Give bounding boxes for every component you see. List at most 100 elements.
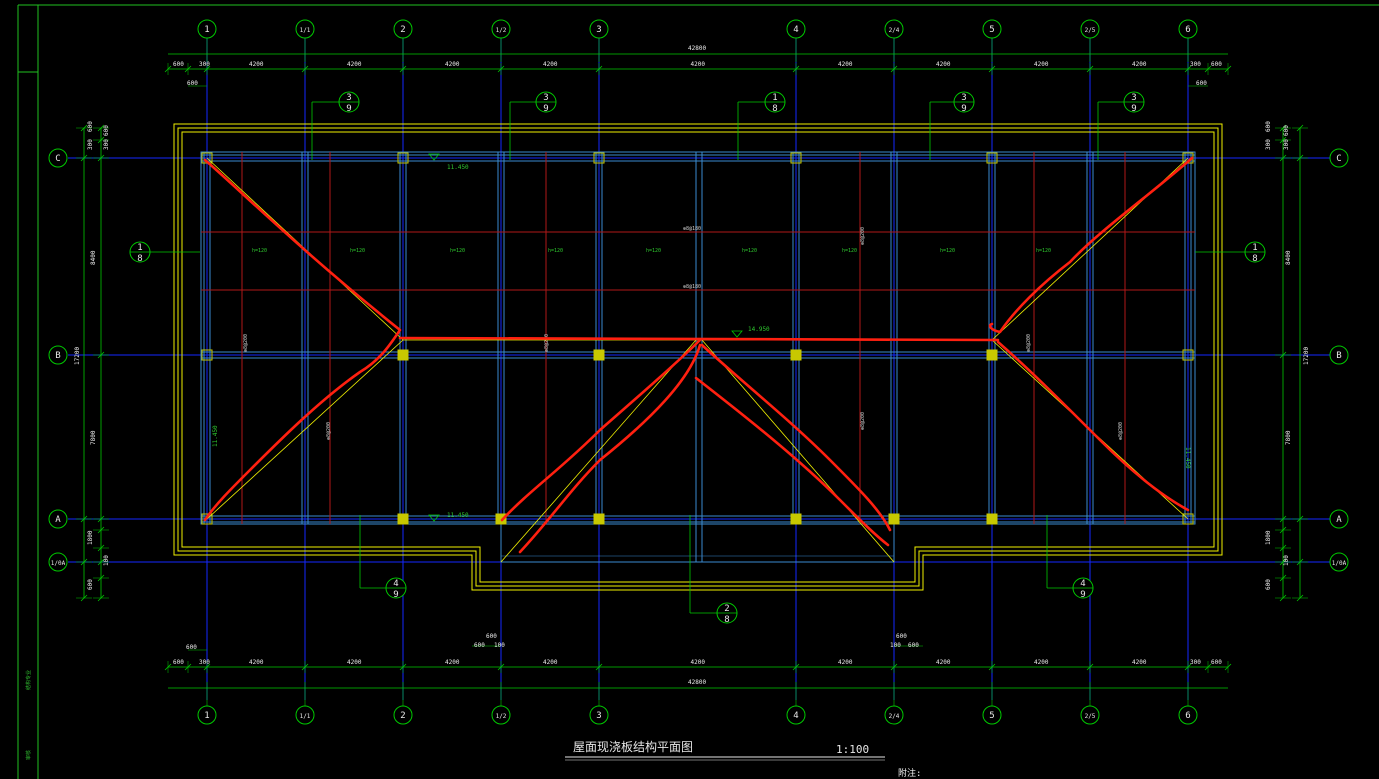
column-0-5	[790, 152, 802, 164]
column-bump-1	[888, 513, 900, 525]
bump-slab-edge	[500, 519, 895, 563]
axis-top-9-label: 6	[1185, 25, 1190, 35]
axis-right-0-circle	[1329, 148, 1349, 168]
columns	[201, 152, 1194, 525]
left-small-dim-6: 600	[87, 579, 94, 590]
ridge-line-2	[988, 156, 1194, 334]
column-1-0	[201, 349, 213, 361]
ridge-line-3	[996, 340, 1190, 512]
bottom-chain-label: 4200	[543, 659, 558, 666]
section-mark-6-num: 1	[1252, 243, 1257, 253]
axis-top-4-label: 3	[596, 25, 601, 35]
ridge-line-1	[398, 336, 1000, 342]
outline-ring-1	[177, 127, 1219, 587]
left-dim-upper: 8400	[90, 250, 97, 265]
overall-dim-bottom: 42800	[688, 679, 706, 686]
elevation-marker-2	[731, 330, 743, 338]
axis-top-1-label: 1/1	[300, 27, 311, 34]
section-mark-1-sheet: 9	[543, 104, 548, 114]
bottom-chain-label: 600	[1211, 659, 1222, 666]
column-2-4	[593, 513, 605, 525]
top-chain-label: 300	[1190, 61, 1201, 68]
column-1-2	[397, 349, 409, 361]
section-mark-0-sheet: 9	[346, 104, 351, 114]
section-mark-8-sheet: 8	[724, 615, 729, 625]
ridge-guide-5	[500, 339, 697, 563]
left-small-dim-3: 600	[103, 125, 110, 136]
section-mark-3-sheet: 9	[961, 104, 966, 114]
right-small-dim-6: 600	[1265, 579, 1272, 590]
column-2-7	[986, 513, 998, 525]
ridge-line-0	[203, 158, 402, 522]
left-small-dim-4: 1800	[87, 530, 94, 545]
dimension-chains: 600 300 4200 4200 4200 4200 4200 4200 4200 4200 42…	[76, 53, 1308, 689]
axis-right-1-label: B	[1336, 351, 1341, 361]
rebar-label-2: ⊕8@200	[243, 334, 249, 352]
elevation-eave-right: 11.450	[1184, 447, 1191, 469]
axis-right-2-circle	[1329, 509, 1349, 529]
rebar-label-3: ⊕8@200	[326, 422, 332, 440]
top-chain-label: 4200	[347, 61, 362, 68]
section-mark-2-sheet: 8	[772, 104, 777, 114]
axis-right-3-circle	[1329, 552, 1349, 572]
top-chain-label: 300	[199, 61, 210, 68]
ridge-line-4	[500, 338, 702, 522]
axis-left-0-circle	[48, 148, 68, 168]
bottom-chain-label: 300	[199, 659, 210, 666]
title-block: 屋面现浇板结构平面图 1:100 附注:	[565, 739, 921, 779]
top-chain-label: 4200	[543, 61, 558, 68]
elevation-eave-bottom: 11.450	[447, 512, 469, 519]
slab-thickness-label-8: h=120	[1036, 248, 1051, 254]
axis-top-6-label: 2/4	[889, 27, 900, 34]
axis-bottom-9-label: 6	[1185, 711, 1190, 721]
right-dim-lower: 7800	[1285, 430, 1292, 445]
section-mark-4-num: 3	[1131, 93, 1136, 103]
elevation-eave-left: 11.450	[212, 425, 219, 447]
section-mark-5-num: 1	[137, 243, 142, 253]
axis-left-2-circle	[48, 509, 68, 529]
axis-right-1-circle	[1329, 345, 1349, 365]
elevation-marker-1	[428, 514, 440, 522]
right-small-dim-3: 600	[1283, 125, 1290, 136]
column-bump-0	[495, 513, 507, 525]
section-mark-2-num: 1	[772, 93, 777, 103]
top-small-label-right: 600	[1196, 80, 1207, 87]
left-dim-total: 17200	[74, 347, 81, 365]
bottom-chain-label: 4200	[445, 659, 460, 666]
drawing-note: 附注:	[898, 767, 921, 779]
rebar-label-5: ⊕8@200	[860, 227, 866, 245]
bottom-chain-label: 4200	[1034, 659, 1049, 666]
bottom-chain-label: 4200	[936, 659, 951, 666]
top-chain-label: 4200	[1132, 61, 1147, 68]
elevation-eave-top: 11.450	[447, 164, 469, 171]
column-1-9	[1182, 349, 1194, 361]
column-2-9	[1182, 513, 1194, 525]
axis-right-0-label: C	[1336, 154, 1341, 164]
top-chain-label: 4200	[249, 61, 264, 68]
side-strip-label-1: 审核	[25, 750, 32, 760]
axis-left-2-label: A	[55, 515, 61, 525]
ridge-line-6	[700, 343, 892, 532]
slab-thickness-label-5: h=120	[742, 248, 757, 254]
section-mark-6-sheet: 8	[1252, 254, 1257, 264]
right-small-dim-5: 100	[1283, 555, 1290, 566]
right-dim-upper: 8400	[1285, 250, 1292, 265]
column-0-2	[397, 152, 409, 164]
bottom-bump-label-4: 600	[896, 633, 907, 640]
elevation-marker-0	[428, 153, 440, 161]
section-mark-7-num: 4	[393, 579, 398, 589]
slab-thickness-label-4: h=120	[646, 248, 661, 254]
axis-bottom-5-label: 4	[793, 711, 798, 721]
rebar-label-1: ⊕8@180	[683, 284, 701, 290]
ridge-line-7	[694, 376, 890, 547]
axis-bottom-0-label: 1	[204, 711, 209, 721]
frame-lines: 审核 结构专业	[17, 4, 1379, 779]
outline-ring-0	[173, 123, 1223, 591]
axis-left-0-label: C	[55, 154, 60, 164]
slab-thickness-label-2: h=120	[450, 248, 465, 254]
right-small-dim-0: 600	[1265, 121, 1272, 132]
top-small-label-left: 600	[187, 80, 198, 87]
bottom-chain-label: 4200	[691, 659, 706, 666]
